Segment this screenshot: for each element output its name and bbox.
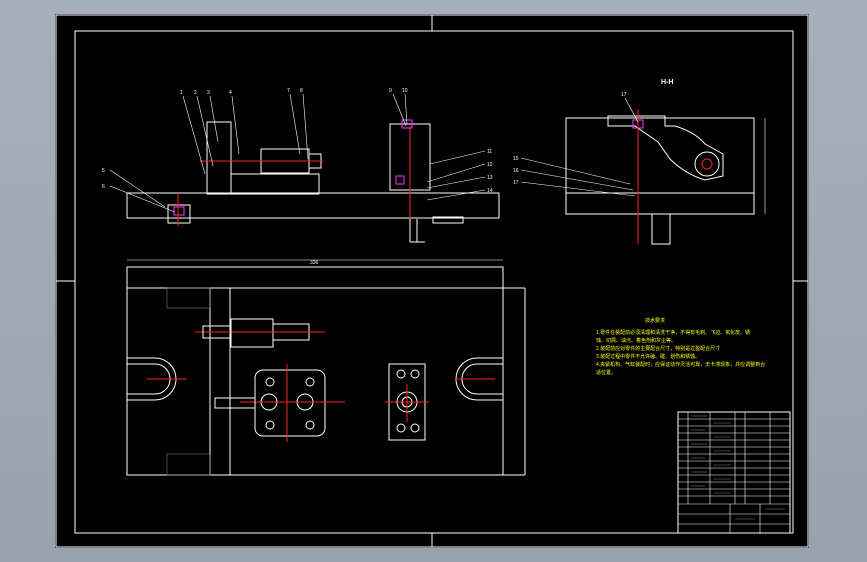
svg-text:15: 15 <box>513 156 519 162</box>
tech-note-3: 2.装配前应对零件的主要配合尺寸，特别是过盈配合尺寸 <box>596 345 720 352</box>
svg-text:2: 2 <box>194 90 197 96</box>
drawing-frame <box>55 14 809 548</box>
svg-text:11: 11 <box>487 149 492 155</box>
title-block <box>677 411 791 534</box>
svg-text:4: 4 <box>229 90 232 96</box>
svg-text:336: 336 <box>310 260 319 266</box>
plan-view: 336 <box>126 259 526 476</box>
tech-requirements: 技术要求 1.零件在装配前必须清理和清洗干净，不得有毛刺、飞边、氧化皮、锈 蚀、… <box>596 317 765 376</box>
tech-note-2: 蚀、切屑、油污、着色剂和灰尘等。 <box>596 337 676 344</box>
svg-text:17: 17 <box>621 92 627 98</box>
svg-text:14: 14 <box>487 188 493 194</box>
svg-text:6: 6 <box>102 184 105 190</box>
tech-note-5: 4.夹紧机构、气缸装配时，应保证动作灵活可靠，无卡滞现象，并应调整到合 <box>596 361 765 368</box>
svg-text:13: 13 <box>487 175 493 181</box>
svg-text:3: 3 <box>207 90 210 96</box>
svg-text:12: 12 <box>487 162 493 168</box>
svg-text:7: 7 <box>287 88 290 94</box>
svg-text:5: 5 <box>102 168 105 174</box>
front-view: 1 2 3 4 7 8 5 6 9 10 11 12 13 14 <box>102 88 500 243</box>
tech-note-6: 适位置。 <box>596 369 616 376</box>
section-label: H-H <box>661 79 673 86</box>
svg-text:17: 17 <box>513 180 519 186</box>
drawing-sheet: 1 2 3 4 7 8 5 6 9 10 11 12 13 14 H-H 15 … <box>55 14 809 548</box>
svg-text:8: 8 <box>300 88 303 94</box>
svg-text:16: 16 <box>513 168 519 174</box>
svg-text:9: 9 <box>389 88 392 94</box>
tech-title: 技术要求 <box>645 317 665 324</box>
tech-note-1: 1.零件在装配前必须清理和清洗干净，不得有毛刺、飞边、氧化皮、锈 <box>596 329 750 336</box>
svg-text:1: 1 <box>180 90 183 96</box>
tech-note-4: 3.装配过程中零件不允许磕、碰、划伤和锈蚀。 <box>596 353 700 360</box>
section-view-h-h: H-H 15 16 17 17 <box>513 79 766 245</box>
svg-text:10: 10 <box>402 88 408 94</box>
